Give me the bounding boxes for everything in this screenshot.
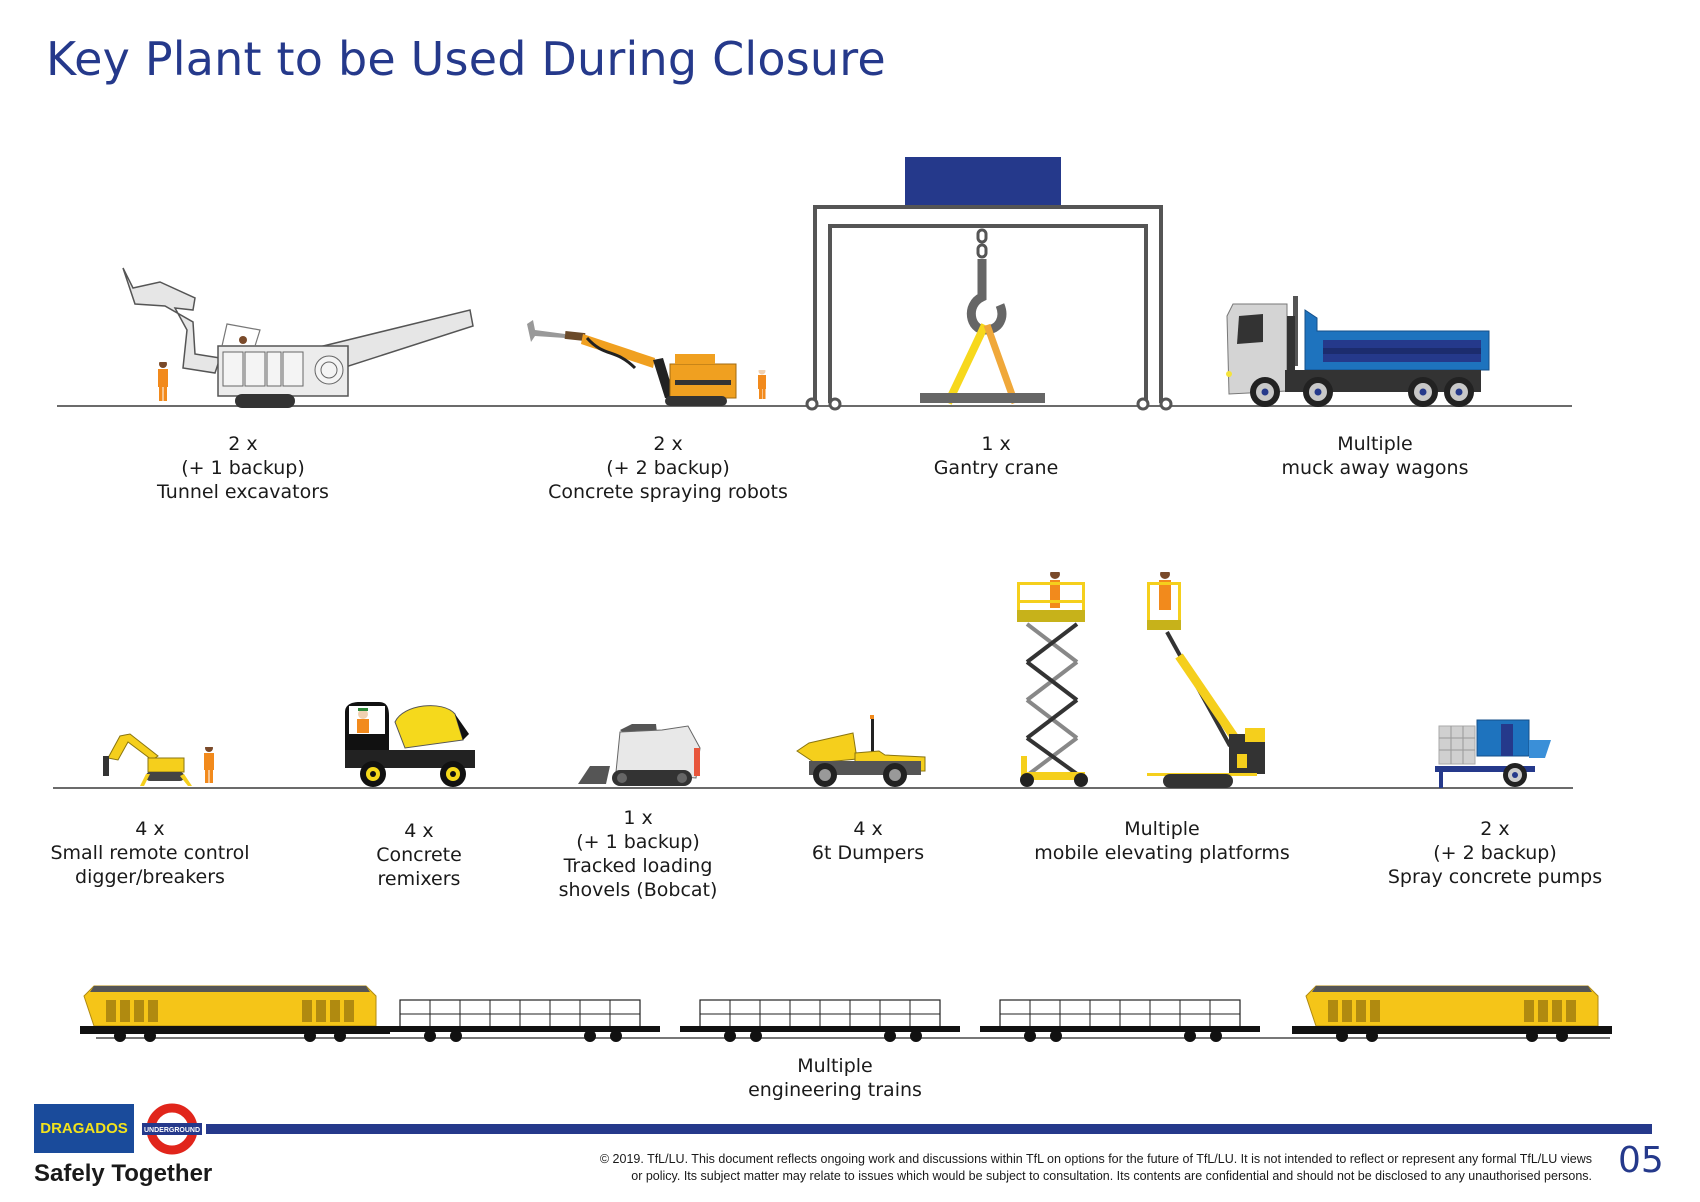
label-count: Multiple <box>1124 818 1200 840</box>
flat-wagon-2 <box>680 999 960 1042</box>
dragados-logo-text: DRAGADOS <box>40 1120 128 1137</box>
muck-away-truck-illustration <box>1226 296 1490 407</box>
underground-logo-text: UNDERGROUND <box>144 1127 200 1134</box>
scissor-lift-illustration <box>1017 569 1088 787</box>
label-count: Multiple <box>1337 433 1413 455</box>
engineering-train-illustration <box>80 985 1612 1042</box>
label-mobile-elevating-platforms: Multiple mobile elevating platforms <box>1034 817 1290 865</box>
label-remote-control-diggers: 4 x Small remote control digger/breakers <box>50 817 249 889</box>
tunnel-excavator-illustration <box>122 267 474 408</box>
flat-wagon-1 <box>380 999 660 1042</box>
label-description: mobile elevating platforms <box>1034 842 1290 864</box>
concrete-spraying-robot-illustration <box>527 320 766 406</box>
label-gantry-crane: 1 x Gantry crane <box>934 432 1059 480</box>
page-title: Key Plant to be Used During Closure <box>46 32 886 86</box>
locomotive-left <box>80 985 390 1042</box>
label-description: Small remote control <box>50 842 250 864</box>
dumper-illustration <box>796 715 926 787</box>
label-count: 1 x <box>981 433 1011 455</box>
label-description: Tunnel excavators <box>157 481 329 503</box>
ground-line-row2 <box>53 787 1573 789</box>
label-backup: (+ 1 backup) <box>576 831 700 853</box>
page-number: 05 <box>1618 1140 1664 1181</box>
label-count: 4 x <box>404 820 434 842</box>
label-tunnel-excavators: 2 x (+ 1 backup) Tunnel excavators <box>157 432 329 504</box>
remote-control-digger-illustration <box>103 733 214 786</box>
locomotive-right <box>1292 985 1612 1042</box>
bobcat-loader-illustration <box>578 724 701 786</box>
label-description: Tracked loading <box>563 855 713 877</box>
gantry-crane-illustration <box>805 157 1173 411</box>
label-backup: (+ 1 backup) <box>181 457 305 479</box>
gantry-trolley <box>905 157 1061 207</box>
label-engineering-trains: Multiple engineering trains <box>748 1054 922 1102</box>
label-description: Gantry crane <box>933 457 1059 479</box>
label-description: Concrete <box>376 844 462 866</box>
concrete-remixer-illustration <box>345 702 475 787</box>
copyright-disclaimer: © 2019. TfL/LU. This document reflects o… <box>600 1151 1592 1185</box>
flat-wagon-3 <box>980 999 1260 1042</box>
label-count: Multiple <box>797 1055 873 1077</box>
footer-divider-bar <box>206 1124 1652 1134</box>
label-muck-away-wagons: Multiple muck away wagons <box>1282 432 1469 480</box>
label-count: 2 x <box>653 433 683 455</box>
boom-lift-illustration <box>1147 569 1265 788</box>
label-dumpers: 4 x 6t Dumpers <box>812 817 924 865</box>
label-tracked-loading-shovels: 1 x (+ 1 backup) Tracked loading shovels… <box>559 806 718 902</box>
spray-concrete-pump-illustration <box>1435 719 1551 788</box>
label-description-cont: remixers <box>377 868 461 890</box>
label-backup: (+ 2 backup) <box>606 457 730 479</box>
disclaimer-line-1: © 2019. TfL/LU. This document reflects o… <box>599 1152 1592 1166</box>
label-description: muck away wagons <box>1281 457 1469 479</box>
label-concrete-spraying-robots: 2 x (+ 2 backup) Concrete spraying robot… <box>548 432 788 504</box>
disclaimer-line-2: or policy. Its subject matter may relate… <box>631 1169 1592 1183</box>
label-count: 4 x <box>135 818 165 840</box>
label-spray-concrete-pumps: 2 x (+ 2 backup) Spray concrete pumps <box>1388 817 1602 889</box>
underground-roundel-logo: UNDERGROUND <box>142 1103 202 1155</box>
label-description: 6t Dumpers <box>811 842 925 864</box>
dragados-logo: DRAGADOS <box>34 1104 134 1153</box>
label-description: Spray concrete pumps <box>1387 866 1603 888</box>
label-description: engineering trains <box>748 1079 922 1101</box>
label-count: 2 x <box>228 433 258 455</box>
safely-together-tagline: Safely Together <box>34 1160 213 1187</box>
label-backup: (+ 2 backup) <box>1433 842 1557 864</box>
label-count: 4 x <box>853 818 883 840</box>
label-concrete-remixers: 4 x Concrete remixers <box>376 819 462 891</box>
label-description-cont: digger/breakers <box>75 866 225 888</box>
label-description: Concrete spraying robots <box>548 481 788 503</box>
label-description-cont: shovels (Bobcat) <box>558 879 718 901</box>
label-count: 2 x <box>1480 818 1510 840</box>
label-count: 1 x <box>623 807 653 829</box>
